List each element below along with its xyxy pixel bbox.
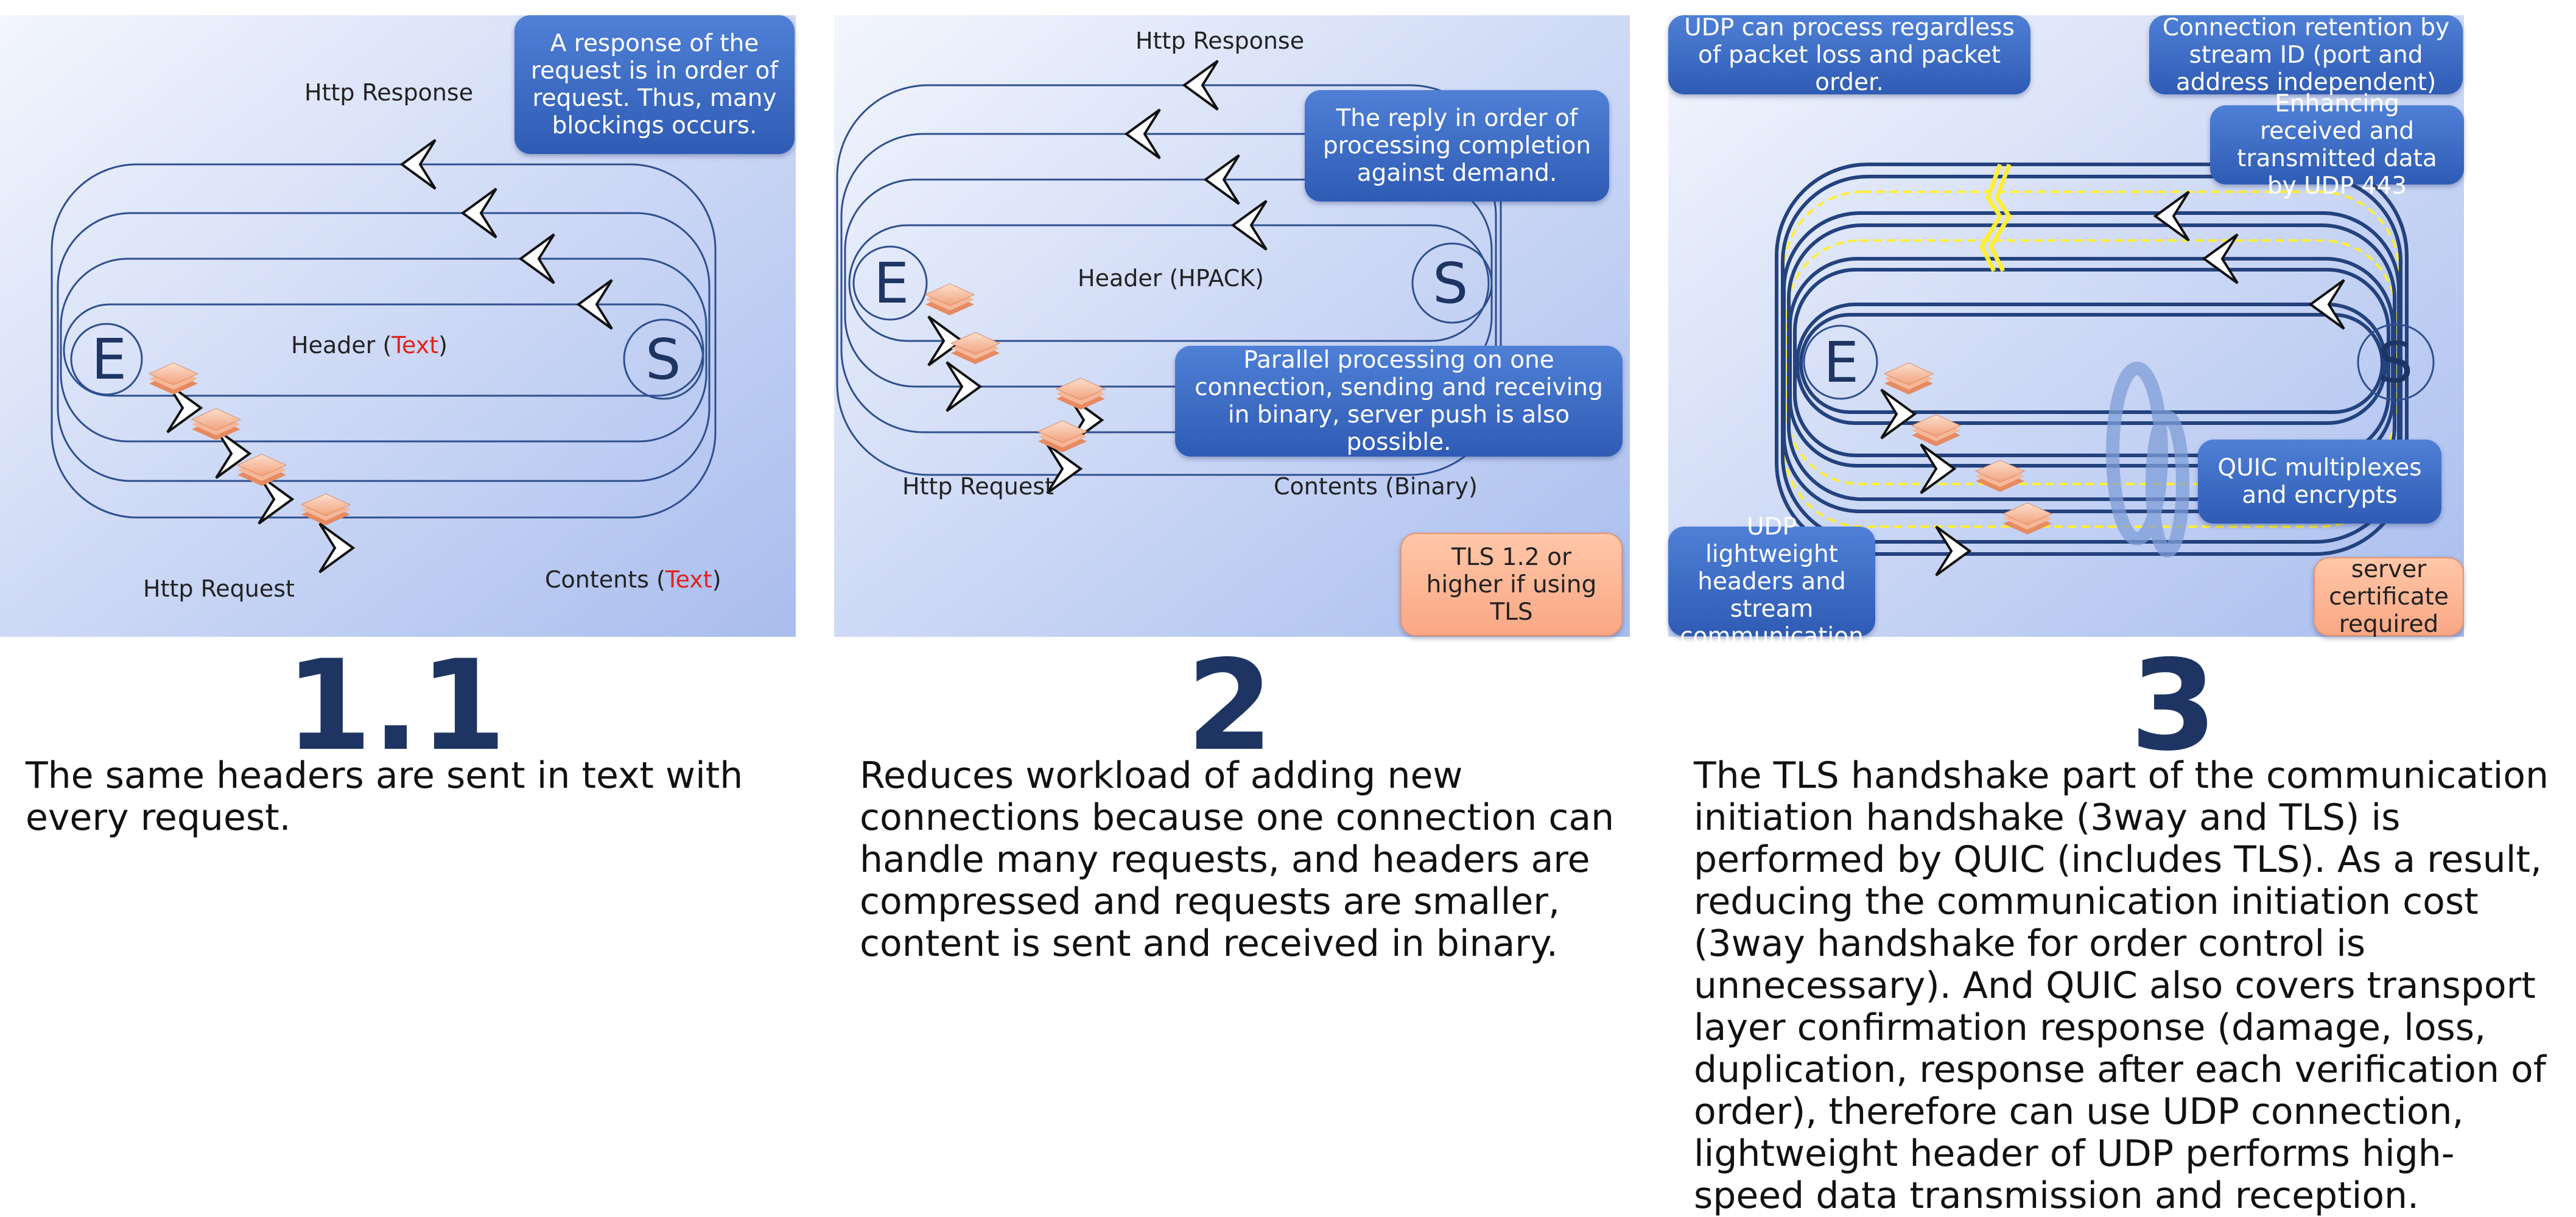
header-suffix: ) (438, 332, 447, 359)
endpoint-e: E (874, 251, 910, 316)
contents-label: Contents (Text) (545, 566, 721, 593)
packet-loss-bolt (1979, 163, 2012, 272)
blocking-note: A response of the request is in order of… (514, 15, 795, 154)
header-label: Header (Text) (291, 332, 447, 359)
endpoint-e: E (1823, 330, 1859, 395)
http-request-label: Http Request (143, 575, 295, 602)
version-number-2: 2 (1186, 634, 1274, 779)
version-number-3: 3 (2130, 634, 2217, 779)
description-http11: The same headers are sent in text with e… (26, 754, 743, 839)
contents-suffix: ) (712, 566, 721, 593)
description-http3: The TLS handshake part of the communicat… (1694, 754, 2549, 1217)
endpoint-s: S (645, 327, 681, 392)
connection-retention-note: Connection retention by stream ID (port … (2149, 14, 2463, 96)
header-prefix: Header ( (291, 332, 392, 359)
http-request-label: Http Request (902, 473, 1054, 500)
tls-note: TLS 1.2 or higher if using TLS (1400, 533, 1623, 636)
http2-diagram: Http Response The reply in order of proc… (834, 15, 1630, 637)
http3-diagram: UDP can process regardless of packet los… (1668, 14, 2464, 650)
endpoint-s: S (1433, 251, 1469, 316)
udp-443-note: Enhancing received and transmitted data … (2210, 90, 2464, 200)
contents-prefix: Contents ( (545, 566, 665, 593)
reply-order-note: The reply in order of processing complet… (1305, 90, 1609, 202)
description-http2: Reduces workload of adding new connectio… (860, 754, 1615, 965)
server-certificate-note: server certificate required (2314, 556, 2464, 638)
contents-label: Contents (Binary) (1274, 473, 1478, 500)
quic-multiplex-note: QUIC multiplexes and encrypts (2198, 440, 2441, 524)
parallel-processing-note: Parallel processing on one connection, s… (1175, 346, 1623, 457)
stream-id-ring (2106, 362, 2189, 558)
header-text-type: Text (391, 332, 439, 359)
version-number-1-1: 1.1 (285, 634, 507, 779)
contents-text-type: Text (665, 566, 712, 593)
udp-lightweight-note: UDP lightweight headers and stream commu… (1668, 513, 1875, 650)
udp-loss-note: UDP can process regardless of packet los… (1668, 14, 2030, 96)
header-label: Header (HPACK) (1078, 265, 1264, 292)
endpoint-s: S (2378, 330, 2413, 395)
http-response-label: Http Response (304, 79, 474, 106)
http11-diagram: A response of the request is in order of… (0, 15, 796, 637)
endpoint-e: E (91, 327, 127, 392)
http-response-label: Http Response (1135, 27, 1305, 54)
quic-encryption-lines (1783, 191, 2400, 528)
